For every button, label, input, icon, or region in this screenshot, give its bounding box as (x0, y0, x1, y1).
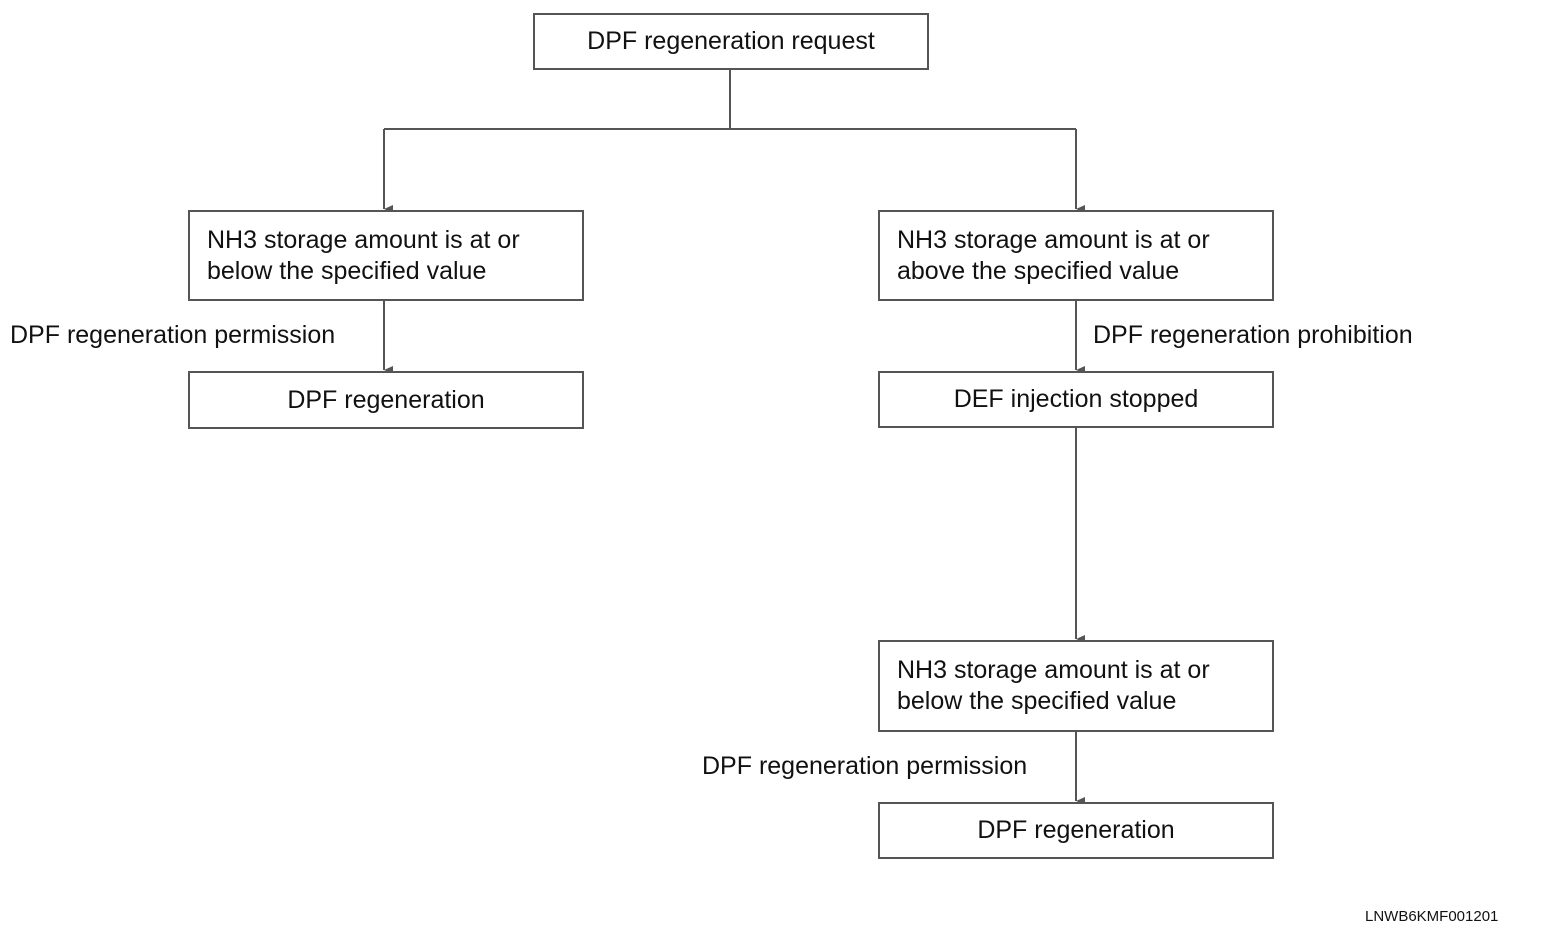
node-left-result-text: DPF regeneration (287, 385, 485, 414)
node-right-condition: NH3 storage amount is at or above the sp… (878, 210, 1274, 301)
edge-label-right-permission: DPF regeneration permission (702, 752, 1028, 780)
node-regeneration-request-text: DPF regeneration request (587, 27, 875, 55)
node-right-condition-text: NH3 storage amount is at or above the sp… (897, 225, 1210, 285)
node-right-result: DPF regeneration (878, 802, 1274, 859)
node-right-stop-text: DEF injection stopped (953, 385, 1199, 413)
node-right-stop: DEF injection stopped (878, 371, 1274, 428)
edge-label-right-prohibition: DPF regeneration prohibition (1093, 321, 1413, 349)
node-right-condition-2-text: NH3 storage amount is at or below the sp… (897, 656, 1210, 715)
edge-label-left-permission: DPF regeneration permission (10, 321, 336, 349)
node-regeneration-request: DPF regeneration request (533, 13, 929, 70)
node-right-result-text: DPF regeneration (977, 816, 1175, 844)
figure-id: LNWB6KMF001201 (1365, 908, 1499, 925)
node-right-condition-2: NH3 storage amount is at or below the sp… (878, 640, 1274, 732)
node-left-result: DPF regeneration (188, 371, 584, 429)
node-left-condition: NH3 storage amount is at or below the sp… (188, 210, 584, 301)
node-left-condition-text: NH3 storage amount is at or below the sp… (207, 225, 520, 285)
